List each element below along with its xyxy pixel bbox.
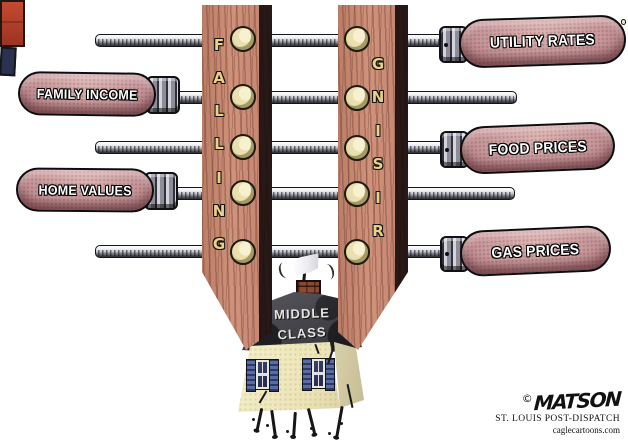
handle-home-values: HOME VALUES: [15, 167, 155, 213]
rivet: [344, 181, 370, 207]
plank-shadow-edge: [395, 5, 408, 350]
falling-plank: [202, 5, 272, 350]
house-window-right: [302, 358, 335, 391]
window-shutter: [269, 359, 279, 392]
handle-label: FAMILY INCOME: [36, 85, 138, 103]
handle-label: GAS PRICES: [491, 240, 580, 262]
rivet: [230, 239, 256, 265]
handle-family-income: FAMILY INCOME: [17, 71, 157, 117]
rivet: [344, 85, 370, 111]
flag-motion-line: [320, 262, 336, 282]
handle-food-prices: FOOD PRICES: [459, 121, 616, 175]
artist-signature: ©MATSON: [470, 386, 621, 416]
bar-letter: N: [212, 201, 226, 220]
rivet: [230, 84, 256, 110]
bar-letter: G: [212, 234, 226, 253]
bar-letter: I: [375, 188, 381, 207]
rivet: [344, 239, 370, 265]
bar-letter: G: [371, 55, 385, 73]
rivet: [344, 135, 370, 161]
bar-letter: S: [372, 155, 384, 174]
artist-name: MATSON: [532, 386, 621, 416]
window-panes: [311, 358, 326, 389]
bar-letter: L: [214, 135, 224, 154]
bar-letter: A: [213, 69, 225, 88]
bar-letter: F: [213, 36, 225, 54]
window-shutter: [302, 358, 312, 391]
bar-letter: L: [214, 102, 224, 121]
broken-stilt: [335, 405, 344, 438]
rivet: [344, 26, 370, 52]
handle-gas-prices: GAS PRICES: [459, 224, 612, 278]
rivet: [230, 180, 256, 206]
broken-stilt: [292, 411, 297, 437]
flag-motion-line: [277, 260, 293, 280]
house-door: [0, 0, 25, 47]
window-shutter: [246, 359, 256, 392]
bar-letter: N: [371, 88, 385, 107]
rivet: [230, 134, 256, 160]
bar-letter: R: [372, 221, 384, 240]
broken-stilt: [270, 409, 277, 437]
clamp-rod-1: [95, 34, 465, 47]
broken-stilt: [306, 408, 317, 434]
publication-name: ST. LOUIS POST-DISPATCH: [495, 414, 620, 424]
website-credit: caglecartoons.com: [552, 425, 620, 435]
falling-debris: [252, 418, 255, 421]
handle-utility-rates: UTILITY RATES: [458, 14, 627, 69]
window-panes: [255, 359, 270, 390]
clamp-rod-5: [95, 245, 467, 258]
plank-shadow-edge: [259, 5, 272, 350]
bar-letter: I: [375, 121, 381, 140]
handle-label: UTILITY RATES: [489, 31, 596, 52]
house-side-window: [0, 46, 17, 77]
copyright-symbol: ©: [521, 392, 533, 405]
handle-label: HOME VALUES: [38, 182, 132, 198]
signature-block: ©MATSON ST. LOUIS POST-DISPATCH caglecar…: [470, 386, 621, 435]
clamp-rod-3: [95, 141, 466, 154]
bar-letter: I: [216, 168, 222, 187]
house-window-left: [246, 359, 279, 392]
handle-label: FOOD PRICES: [488, 137, 587, 159]
rivet: [230, 26, 256, 52]
